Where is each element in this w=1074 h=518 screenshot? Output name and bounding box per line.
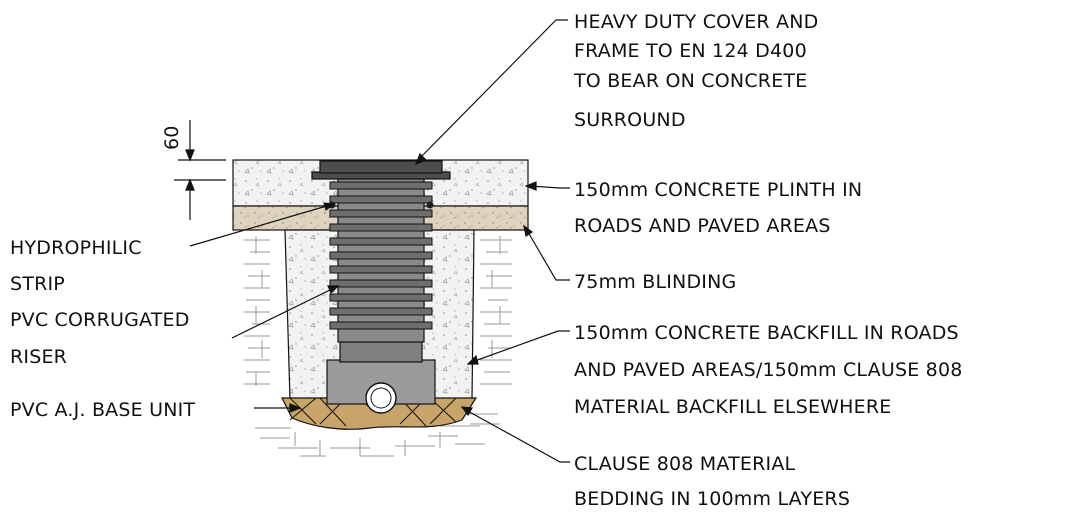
label-base-unit: PVC A.J. BASE UNIT [10, 399, 195, 421]
label-hydrophilic-line2: STRIP [10, 273, 65, 295]
bedding-layer [281, 397, 478, 430]
label-plinth-line1: 150mm CONCRETE PLINTH IN [574, 179, 862, 201]
label-plinth-line2: ROADS AND PAVED AREAS [574, 215, 831, 237]
label-bedding-line2: BEDDING IN 100mm LAYERS [574, 488, 850, 510]
dimension-value: 60 [161, 125, 183, 150]
dimension-60 [174, 120, 226, 220]
hydrophilic-strip-right [426, 201, 434, 209]
label-hydrophilic-line1: HYDROPHILIC [10, 237, 142, 259]
label-backfill-line3: MATERIAL BACKFILL ELSEWHERE [574, 396, 891, 418]
label-cover-line4: SURROUND [574, 109, 686, 131]
base-unit-neck [339, 339, 423, 363]
label-riser-line2: RISER [10, 346, 67, 368]
label-cover-line3: TO BEAR ON CONCRETE [573, 70, 807, 92]
label-bedding-line1: CLAUSE 808 MATERIAL [574, 453, 796, 475]
cover-lid [319, 160, 443, 174]
label-cover-line2: FRAME TO EN 124 D400 [574, 40, 807, 62]
label-blinding: 75mm BLINDING [574, 271, 736, 293]
label-riser-line1: PVC CORRUGATED [10, 309, 190, 331]
label-cover-line1: HEAVY DUTY COVER AND [574, 11, 818, 33]
riser-ribs [329, 181, 433, 330]
label-backfill-line2: AND PAVED AREAS/150mm CLAUSE 808 [574, 359, 963, 381]
label-backfill-line1: 150mm CONCRETE BACKFILL IN ROADS [574, 322, 959, 344]
outlet-pipe-bore [370, 387, 392, 409]
ground-hatch [244, 236, 512, 457]
leader-lines [189, 19, 570, 463]
